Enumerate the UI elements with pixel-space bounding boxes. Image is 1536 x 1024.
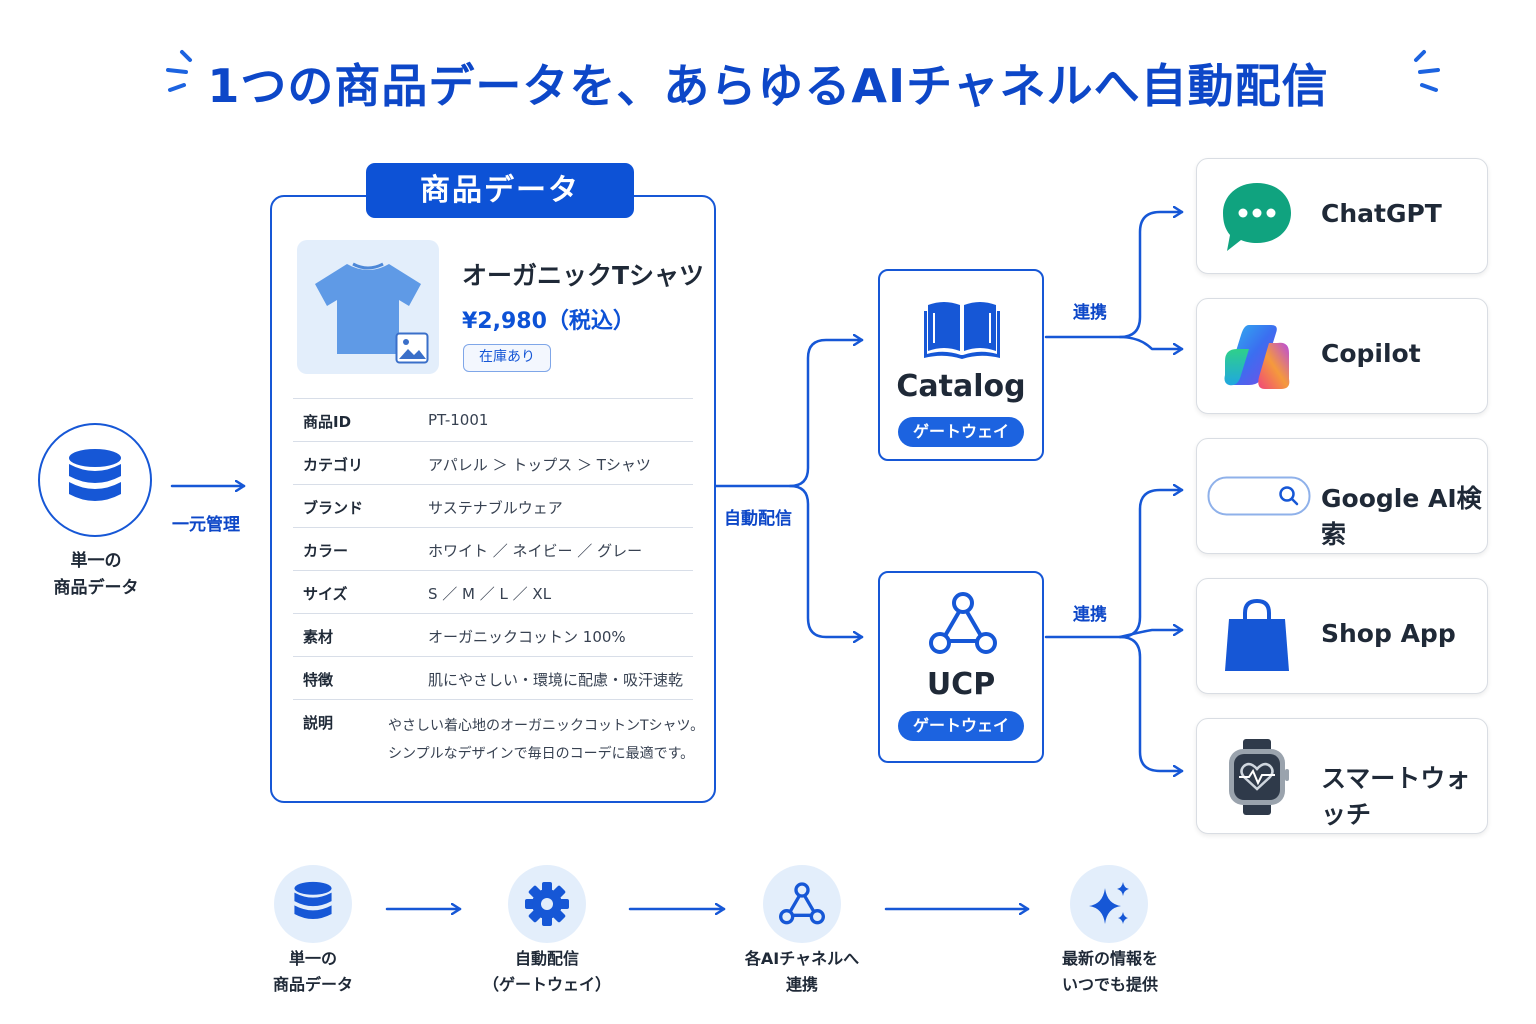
network-icon <box>779 882 825 925</box>
flow-step-caption: 最新の情報をいつでも提供 <box>1061 949 1158 994</box>
gateway-pill: ゲートウェイ <box>898 711 1024 741</box>
channel-shop-app[interactable]: Shop App <box>1196 578 1488 694</box>
channel-google-ai-search[interactable]: Google AI検索 <box>1196 438 1488 554</box>
spec-value: 肌にやさしい・環境に配慮・吸汗速乾 <box>428 671 684 689</box>
tshirt-icon <box>315 262 421 354</box>
image-placeholder-icon <box>395 332 429 364</box>
channel-name: Copilot <box>1321 339 1421 368</box>
spec-value: オーガニックコットン 100% <box>428 628 626 646</box>
spec-row: カテゴリ アパレル ＞ トップス ＞ Tシャツ <box>293 441 693 485</box>
spec-value: アパレル ＞ トップス ＞ Tシャツ <box>428 456 651 474</box>
network-icon <box>929 592 997 654</box>
link-label-ucp: 連携 <box>1073 605 1107 625</box>
channel-smartwatch[interactable]: スマートウォッチ <box>1196 718 1488 834</box>
flow-step-database <box>274 865 352 943</box>
channel-name: Google AI検索 <box>1321 484 1482 549</box>
book-icon <box>924 302 1000 359</box>
flow-step-gateway <box>508 865 586 943</box>
spec-row: 素材 オーガニックコットン 100% <box>293 613 693 657</box>
channel-chatgpt[interactable]: ChatGPT <box>1196 158 1488 274</box>
copilot-logo-icon <box>1224 325 1290 389</box>
catalog-gateway-node: Catalog ゲートウェイ <box>878 269 1044 461</box>
gear-icon <box>525 882 569 926</box>
ucp-gateway-node: UCP ゲートウェイ <box>878 571 1044 763</box>
database-icon <box>294 881 332 919</box>
flow-step-caption: 自動配信（ゲートウェイ） <box>482 949 611 994</box>
spec-row: カラー ホワイト ／ ネイビー ／ グレー <box>293 527 693 571</box>
stock-badge: 在庫あり <box>463 344 551 372</box>
spec-key: 特徴 <box>303 671 334 689</box>
spec-key: 説明 <box>303 714 334 732</box>
page-title: 1つの商品データを、あらゆるAIチャネルへ自動配信 <box>207 59 1329 113</box>
spec-description: やさしい着心地のオーガニックコットンTシャツ。 シンプルなデザインで毎日のコーデ… <box>388 718 705 762</box>
spec-key: 商品ID <box>303 413 352 431</box>
flow-step-channels <box>763 865 841 943</box>
search-bar-icon <box>1207 476 1311 516</box>
spec-value: ホワイト ／ ネイビー ／ グレー <box>428 542 643 560</box>
link-label-catalog: 連携 <box>1073 303 1107 323</box>
smartwatch-icon <box>1229 739 1289 815</box>
sparkle-icon <box>1089 882 1129 924</box>
product-name: オーガニックTシャツ <box>462 261 705 290</box>
spec-key: ブランド <box>303 499 364 517</box>
spec-key: サイズ <box>303 585 348 603</box>
flow-step-caption: 単一の商品データ <box>272 949 353 994</box>
spec-row: 商品ID PT-1001 <box>293 398 693 442</box>
spec-row-description: 説明 やさしい着心地のオーガニックコットンTシャツ。 シンプルなデザインで毎日の… <box>293 699 704 780</box>
product-data-card <box>270 195 716 803</box>
spec-value: PT-1001 <box>428 411 489 429</box>
flow-step-latest-info <box>1070 865 1148 943</box>
spec-row: 特徴 肌にやさしい・環境に配慮・吸汗速乾 <box>293 656 693 700</box>
channel-name: ChatGPT <box>1321 199 1442 228</box>
source-database-node <box>38 423 152 537</box>
spec-key: カテゴリ <box>303 456 364 474</box>
title-accent-right-icon <box>1414 50 1440 92</box>
spec-row: ブランド サステナブルウェア <box>293 484 693 528</box>
product-price: ¥2,980（税込） <box>462 309 635 334</box>
product-thumbnail <box>297 240 439 374</box>
gateway-pill: ゲートウェイ <box>898 417 1024 447</box>
title-accent-left-icon <box>166 50 192 92</box>
database-icon <box>69 449 121 501</box>
auto-distribution-label: 自動配信 <box>724 509 792 529</box>
flow-step-caption: 各AIチャネルへ連携 <box>744 949 860 994</box>
source-caption: 単一の 商品データ <box>53 551 139 598</box>
spec-value: S ／ M ／ L ／ XL <box>428 585 552 603</box>
spec-key: 素材 <box>303 628 334 646</box>
channel-copilot[interactable]: Copilot <box>1196 298 1488 414</box>
shopping-bag-icon <box>1225 599 1289 671</box>
channel-name: Shop App <box>1321 619 1456 648</box>
spec-key: カラー <box>303 542 349 560</box>
chat-bubble-icon <box>1223 183 1291 251</box>
gateway-name: UCP <box>926 667 996 702</box>
central-management-label: 一元管理 <box>172 515 240 535</box>
spec-value: サステナブルウェア <box>428 499 563 517</box>
channel-name: スマートウォッチ <box>1321 764 1471 829</box>
spec-row: サイズ S ／ M ／ L ／ XL <box>293 570 693 614</box>
product-card-header: 商品データ <box>366 163 634 218</box>
gateway-name: Catalog <box>896 369 1026 404</box>
